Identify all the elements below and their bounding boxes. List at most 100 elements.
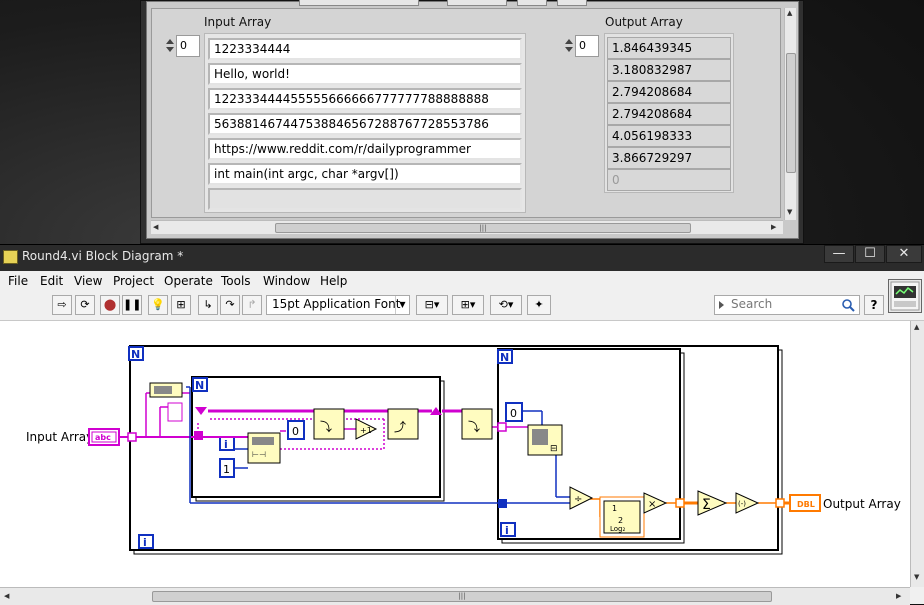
scroll-left-arrow-icon[interactable]: ◀ (153, 223, 159, 231)
diagram-vertical-scrollbar[interactable]: ▲ ▼ (910, 321, 924, 587)
index-spinner[interactable] (166, 38, 174, 54)
menu-tools[interactable]: Tools (221, 274, 251, 288)
shift-register-right[interactable] (430, 407, 442, 415)
log-bottom-value: 2 (618, 516, 623, 525)
search-icon[interactable] (841, 298, 855, 312)
step-over-icon[interactable]: ↷ (220, 295, 240, 315)
scroll-down-arrow-icon[interactable]: ▼ (787, 208, 793, 216)
integer-tunnel-loop2[interactable] (498, 499, 507, 508)
sum-array-node[interactable] (697, 490, 728, 516)
inner-loop-1-count-terminal[interactable] (192, 377, 208, 392)
input-array-index-field[interactable]: 0 (176, 35, 200, 57)
multiply-node[interactable] (643, 492, 668, 514)
clean-up-diagram-icon[interactable]: ✦ (527, 295, 551, 315)
svg-text:⤵: ⤵ (320, 420, 332, 434)
input-array-element[interactable]: 563881467447538846567288767728553786 (208, 113, 522, 135)
retain-wire-values-icon[interactable]: ⊞ (171, 295, 191, 315)
input-array-index[interactable]: 0 (166, 35, 200, 57)
input-array-element[interactable]: Hello, world! (208, 63, 522, 85)
align-objects-icon[interactable]: ⊟▾ (416, 295, 448, 315)
output-array-element-default: 0 (607, 169, 731, 191)
menu-operate[interactable]: Operate (164, 274, 213, 288)
distribute-objects-icon[interactable]: ⊞▾ (452, 295, 484, 315)
zero-constant-loop2[interactable] (505, 402, 523, 422)
search-replace-string-node[interactable] (313, 408, 345, 440)
output-array-element: 2.794208684 (607, 103, 731, 125)
input-array-element[interactable]: https://www.reddit.com/r/dailyprogrammer (208, 138, 522, 160)
menu-file[interactable]: File (8, 274, 29, 288)
inner-loop-1-iteration-label: i (224, 438, 228, 451)
input-array-element[interactable]: int main(int argc, char *argv[]) (208, 163, 522, 185)
string-array-tunnel[interactable] (127, 432, 137, 442)
outer-loop-iteration-terminal[interactable] (138, 534, 154, 549)
one-constant[interactable] (219, 458, 235, 478)
block-diagram-canvas[interactable]: N i N i N i (0, 321, 910, 587)
window-title: Round4.vi Block Diagram * (22, 249, 184, 263)
input-array-element-empty[interactable] (208, 188, 522, 210)
output-array-terminal[interactable] (789, 494, 821, 512)
toolbar-remnant (299, 0, 419, 6)
context-help-button[interactable]: ? (864, 295, 884, 315)
menu-bar: File Edit View Project Operate Tools Win… (0, 271, 924, 291)
input-array-element[interactable]: 122333444455555666666777777788888888 (208, 88, 522, 110)
menu-help[interactable]: Help (320, 274, 348, 288)
zero-constant[interactable] (287, 420, 305, 440)
scroll-thumb[interactable]: ||| (152, 591, 772, 602)
abort-icon[interactable]: ⬤ (100, 295, 120, 315)
maximize-button[interactable]: ☐ (855, 245, 885, 263)
negate-node[interactable] (735, 492, 760, 514)
outer-loop-count-label: N (131, 348, 140, 361)
title-bar[interactable]: Round4.vi Block Diagram * — ☐ ✕ (0, 245, 924, 271)
svg-text:+1: +1 (360, 426, 372, 435)
run-continuously-icon[interactable]: ⟳ (75, 295, 95, 315)
scroll-left-arrow-icon[interactable]: ◀ (4, 592, 10, 600)
menu-window[interactable]: Window (263, 274, 311, 288)
output-array-index-field[interactable]: 0 (575, 35, 599, 57)
menu-project[interactable]: Project (113, 274, 155, 288)
inner-for-loop-2[interactable] (497, 348, 685, 544)
divide-node[interactable] (569, 486, 594, 510)
svg-text:⊟: ⊟ (550, 444, 558, 454)
pause-icon[interactable]: ❚❚ (122, 295, 142, 315)
scroll-up-arrow-icon[interactable]: ▲ (914, 323, 920, 331)
output-array-index[interactable]: 0 (565, 35, 599, 57)
run-arrow-icon[interactable]: ⇨ (52, 295, 72, 315)
outer-loop-count-terminal[interactable] (128, 346, 144, 361)
font-select[interactable]: 15pt Application Font ▼ (266, 295, 410, 315)
concatenate-node[interactable] (387, 408, 419, 440)
search-input[interactable]: Search (714, 295, 860, 315)
index-spinner[interactable] (565, 38, 573, 54)
scroll-thumb[interactable] (786, 53, 796, 173)
reorder-icon[interactable]: ⟲▾ (490, 295, 522, 315)
front-panel-vertical-scrollbar[interactable]: ▲ ▼ (784, 8, 796, 220)
string-tunnel-loop2[interactable] (497, 422, 507, 432)
menu-view[interactable]: View (74, 274, 103, 288)
inner-loop-2-iteration-terminal[interactable] (500, 522, 516, 537)
scroll-up-arrow-icon[interactable]: ▲ (787, 9, 793, 17)
close-button[interactable]: ✕ (886, 245, 922, 263)
inner-loop-2-count-terminal[interactable] (497, 349, 513, 364)
empty-string-constant[interactable] (167, 402, 183, 422)
double-tunnel-outer[interactable] (775, 498, 785, 508)
input-array-element[interactable]: 1223334444 (208, 38, 522, 60)
scroll-down-arrow-icon[interactable]: ▼ (914, 573, 920, 581)
scroll-right-arrow-icon[interactable]: ▶ (896, 592, 902, 600)
front-panel-frame: Input Array 0 1223334444 Hello, world! 1… (146, 0, 799, 239)
multiply-symbol: × (648, 499, 656, 510)
scroll-thumb[interactable]: ||| (275, 223, 691, 233)
scroll-right-arrow-icon[interactable]: ▶ (771, 223, 777, 231)
highlight-execution-lightbulb-icon[interactable]: 💡 (148, 295, 168, 315)
inner-for-loop-1[interactable] (191, 376, 445, 502)
menu-edit[interactable]: Edit (40, 274, 64, 288)
step-into-icon[interactable]: ↳ (198, 295, 218, 315)
front-panel-horizontal-scrollbar[interactable]: ◀ ||| ▶ (151, 220, 783, 234)
vi-icon[interactable] (888, 279, 922, 313)
step-out-icon[interactable]: ↱ (242, 295, 262, 315)
string-tunnel[interactable] (194, 431, 203, 440)
diagram-horizontal-scrollbar[interactable]: ◀ ||| ▶ (0, 587, 910, 605)
minimize-button[interactable]: — (824, 245, 854, 263)
shift-register-left[interactable] (195, 407, 207, 415)
increment-node[interactable] (355, 418, 378, 440)
double-tunnel-loop2[interactable] (675, 498, 685, 508)
string-length-loop2-node[interactable] (461, 408, 493, 440)
